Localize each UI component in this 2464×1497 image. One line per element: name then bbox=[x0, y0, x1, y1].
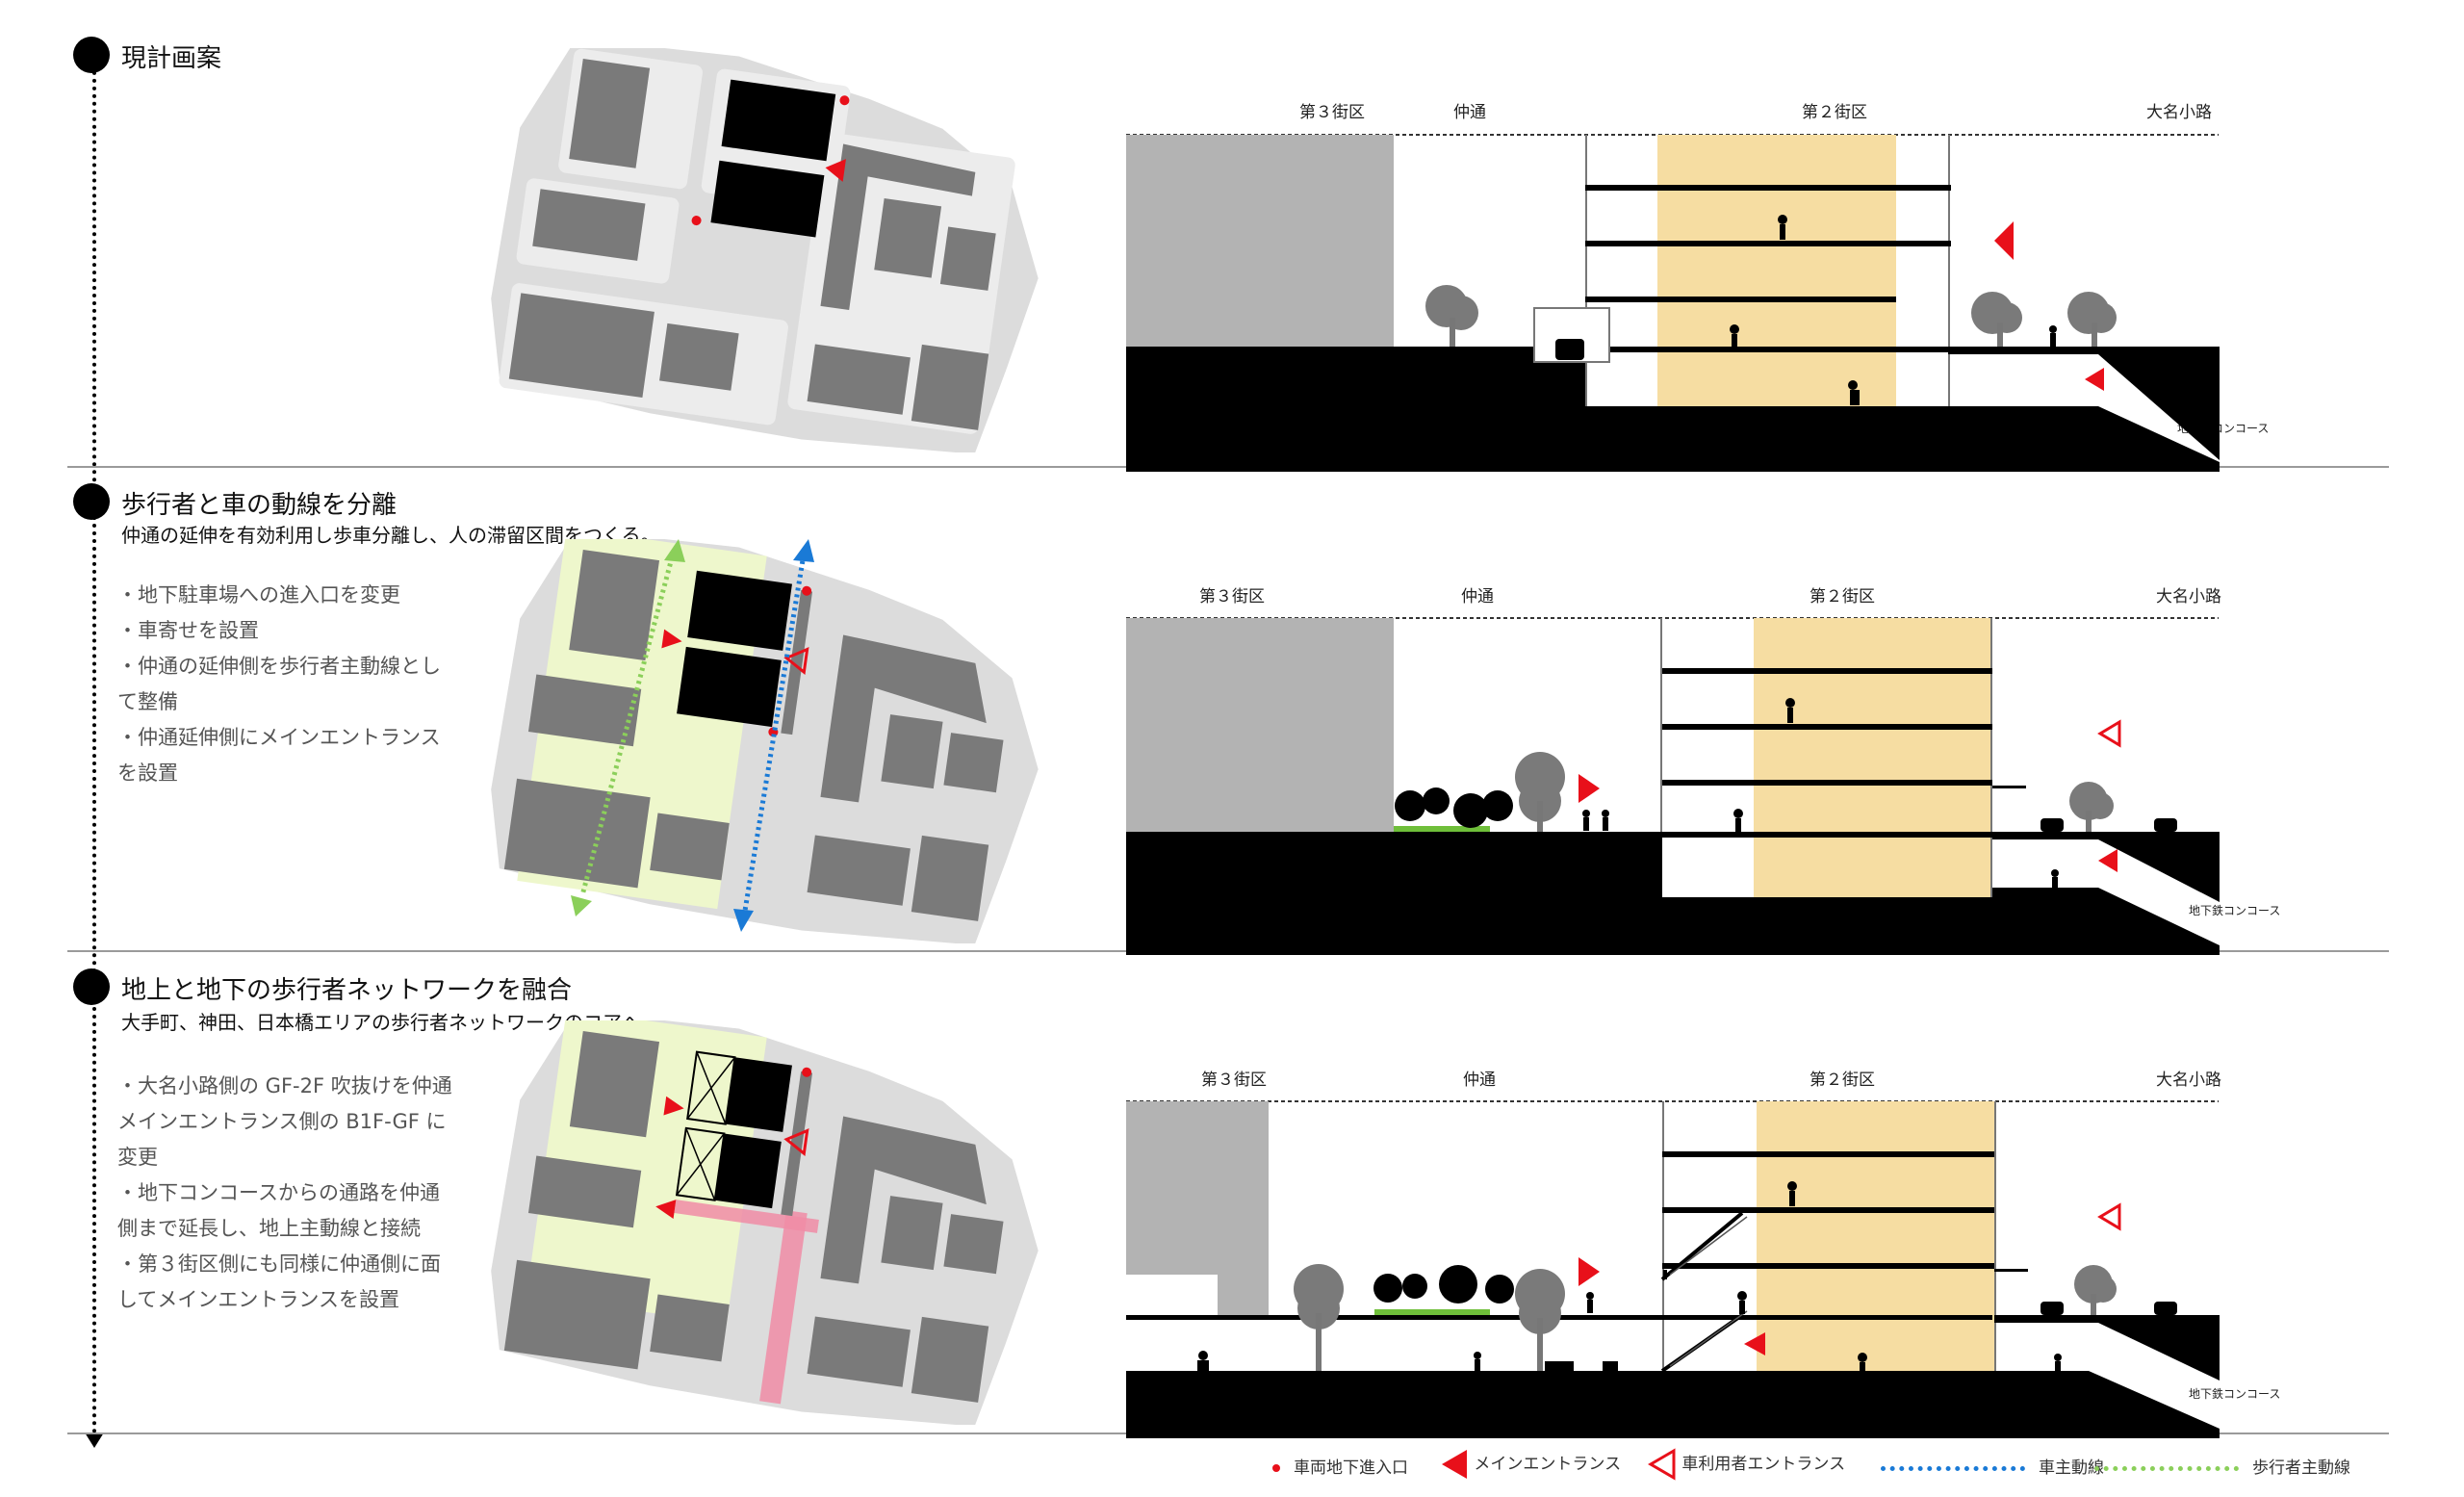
timeline-dot-1 bbox=[73, 37, 110, 73]
section-drawing-2 bbox=[1126, 617, 2220, 955]
section-3-bullets: ・大名小路側の GF-2F 吹抜けを仲通 メインエントランス側の B1F-GF … bbox=[117, 1069, 464, 1318]
label-nakadori: 仲通 bbox=[1461, 587, 1494, 607]
timeline-dot-3 bbox=[73, 968, 110, 1005]
label-nakadori: 仲通 bbox=[1453, 103, 1486, 122]
label-concourse: 地下鉄コンコース bbox=[2189, 904, 2281, 917]
legend-vehicle-entry: 車両地下進入口 bbox=[1272, 1454, 1408, 1478]
legend-label: メインエントランス bbox=[1474, 1455, 1622, 1474]
bullet-item: ・地下駐車場への進入口を変更 bbox=[117, 583, 400, 607]
legend-label: 車主動線 bbox=[2039, 1458, 2104, 1478]
label-district3: 第３街区 bbox=[1201, 1071, 1267, 1090]
timeline-line bbox=[92, 56, 96, 1442]
legend-vehicle-route: 車主動線 bbox=[1881, 1454, 2104, 1478]
label-concourse: 地下鉄コンコース bbox=[2189, 1387, 2281, 1401]
label-daimyo: 大名小路 bbox=[2156, 587, 2221, 607]
legend-car-user-entrance: 車利用者エントランス bbox=[1648, 1448, 1845, 1481]
legend-label: 歩行者主動線 bbox=[2252, 1458, 2350, 1478]
bullet-item: ・仲通延伸側にメインエントランス を設置 bbox=[117, 726, 441, 785]
legend-main-entrance: メインエントランス bbox=[1440, 1448, 1621, 1481]
timeline-arrow-icon bbox=[85, 1432, 104, 1448]
legend-label: 車利用者エントランス bbox=[1681, 1455, 1846, 1474]
section-drawing-1 bbox=[1126, 134, 2220, 472]
section-1-title: 現計画案 bbox=[121, 44, 222, 73]
bullet-item: ・第３街区側にも同様に仲通側に面 してメインエントランスを設置 bbox=[117, 1252, 441, 1311]
section-2-bullets: ・地下駐車場への進入口を変更 ・車寄せを設置 ・仲通の延伸側を歩行者主動線とし … bbox=[117, 578, 464, 791]
label-nakadori: 仲通 bbox=[1463, 1071, 1496, 1090]
red-dot-icon bbox=[1272, 1464, 1280, 1472]
timeline-dot-2 bbox=[73, 483, 110, 520]
section-drawing-3 bbox=[1126, 1100, 2220, 1438]
section-3-subtitle: 大手町、神田、日本橋エリアの歩行者ネットワークのコアへ bbox=[121, 1011, 641, 1034]
blue-dotted-line-icon bbox=[1881, 1465, 2025, 1471]
label-district2: 第２街区 bbox=[1810, 1071, 1875, 1090]
label-district3: 第３街区 bbox=[1299, 103, 1365, 122]
label-district3: 第３街区 bbox=[1199, 587, 1265, 607]
green-dotted-line-icon bbox=[2094, 1465, 2239, 1471]
legend-label: 車両地下進入口 bbox=[1294, 1458, 1408, 1478]
section-2-title: 歩行者と車の動線を分離 bbox=[121, 491, 398, 520]
site-plan-1 bbox=[491, 48, 1039, 452]
bullet-item: ・大名小路側の GF-2F 吹抜けを仲通 メインエントランス側の B1F-GF … bbox=[117, 1074, 452, 1169]
section-3-title: 地上と地下の歩行者ネットワークを融合 bbox=[121, 976, 573, 1005]
main-entrance-icon bbox=[1442, 1450, 1467, 1479]
legend-pedestrian-route: 歩行者主動線 bbox=[2094, 1454, 2350, 1478]
label-district2: 第２街区 bbox=[1802, 103, 1867, 122]
site-plan-2 bbox=[491, 539, 1039, 943]
site-plan-3 bbox=[491, 1020, 1039, 1425]
label-district2: 第２街区 bbox=[1810, 587, 1875, 607]
bullet-item: ・仲通の延伸側を歩行者主動線とし て整備 bbox=[117, 655, 441, 713]
car-user-entrance-icon bbox=[1648, 1448, 1676, 1481]
bullet-item: ・地下コンコースからの通路を仲通 側まで延長し、地上主動線と接続 bbox=[117, 1181, 440, 1240]
label-daimyo: 大名小路 bbox=[2146, 103, 2212, 122]
bullet-item: ・車寄せを設置 bbox=[117, 619, 259, 642]
label-daimyo: 大名小路 bbox=[2156, 1071, 2221, 1090]
